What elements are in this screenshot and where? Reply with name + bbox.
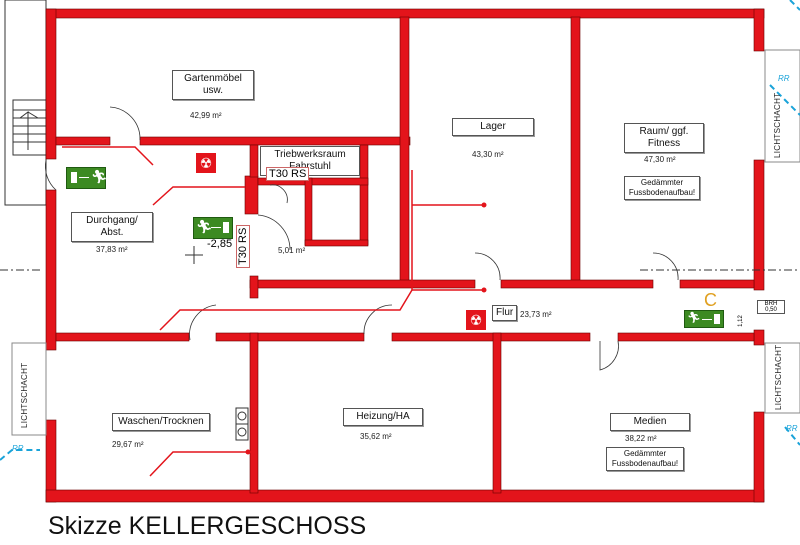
staircase (4, 0, 47, 206)
room-note: Gedämmter Fussbodenaufbau! (624, 176, 700, 200)
dimension: 1,12 (737, 315, 744, 327)
level-value: -2,85 (207, 238, 233, 250)
wall-left-upper (45, 8, 57, 160)
wall-left-mid (45, 189, 57, 351)
plan-title: Skizze KELLERGESCHOSS (48, 512, 367, 540)
room-label-flur: Flur (492, 305, 518, 321)
wall-right-2 (753, 159, 765, 291)
wall (391, 332, 591, 342)
room-label-raum: Raum/ ggf. Fitness (624, 123, 704, 153)
wall (139, 136, 411, 146)
wall (679, 279, 755, 289)
room-area: 43,30 m² (472, 150, 504, 159)
wall (617, 332, 755, 342)
room-area: 37,83 m² (96, 245, 128, 254)
level-marker (185, 246, 203, 264)
washer-dryer (235, 407, 249, 441)
wall (304, 239, 369, 247)
cable-lines (62, 146, 484, 477)
door-rating: T30 RS (266, 167, 310, 181)
wall (304, 177, 313, 246)
room-area: 35,62 m² (360, 432, 392, 441)
lightshaft-label: LICHTSCHACHT (20, 362, 29, 428)
wall (249, 144, 259, 178)
fire-extinguisher-icon: ☢︎ (466, 310, 486, 330)
room-area: 23,73 m² (520, 310, 552, 319)
lightshaft-boxes (11, 49, 800, 436)
room-area: 38,22 m² (625, 434, 657, 443)
room-label-waschen: Waschen/Trocknen (112, 413, 210, 431)
room-area: 47,30 m² (644, 155, 676, 164)
wall (55, 332, 190, 342)
wall (257, 177, 369, 186)
lightshaft-label: LICHTSCHACHT (773, 92, 782, 158)
rain-pipe (0, 0, 800, 461)
emergency-exit-sign-icon: 🏃︎ (66, 167, 108, 189)
lightshaft-label: LICHTSCHACHT (774, 344, 783, 410)
wall (55, 136, 111, 146)
wall-top (45, 8, 765, 19)
room-area: 5,01 m² (278, 246, 306, 255)
room-area: 29,67 m² (112, 440, 144, 449)
brh-value: 0,50 (765, 307, 777, 313)
rain-pipe-label: RR (12, 444, 24, 453)
wall (249, 275, 259, 299)
room-label-heizung: Heizung/HA (343, 408, 423, 426)
wall (492, 332, 502, 494)
rain-pipe-label: RR (778, 74, 790, 83)
doors (45, 106, 679, 371)
wall (500, 279, 654, 289)
brh-label: BRH (764, 301, 778, 307)
wall (399, 16, 410, 288)
wall (249, 279, 476, 289)
room-label-durchgang: Durchgang/ Abst. (71, 212, 153, 242)
wall (215, 332, 365, 342)
fire-extinguisher-icon: ☢︎ (196, 153, 216, 173)
wall-right-3 (753, 329, 765, 346)
marker-c: C (704, 290, 717, 310)
wall-bottom (45, 489, 765, 503)
wall-right-4 (753, 411, 765, 503)
emergency-exit-sign-icon: 🏃︎ (193, 217, 233, 239)
room-area: 42,99 m² (190, 111, 222, 120)
rain-pipe-label: RR (786, 424, 798, 433)
door-rating: T30 RS (236, 224, 250, 268)
wall (359, 144, 369, 246)
wall (570, 16, 581, 288)
room-note: Gedämmter Fussbodenaufbau! (606, 447, 684, 471)
room-label-lager: Lager (452, 118, 534, 136)
room-label-gartenmoebel: Gartenmöbel usw. (172, 70, 254, 100)
wall (249, 332, 259, 494)
emergency-exit-sign-icon: 🏃︎ (684, 310, 724, 328)
room-label-medien: Medien (610, 413, 690, 431)
wall-right-1 (753, 8, 765, 52)
wall (244, 175, 259, 215)
